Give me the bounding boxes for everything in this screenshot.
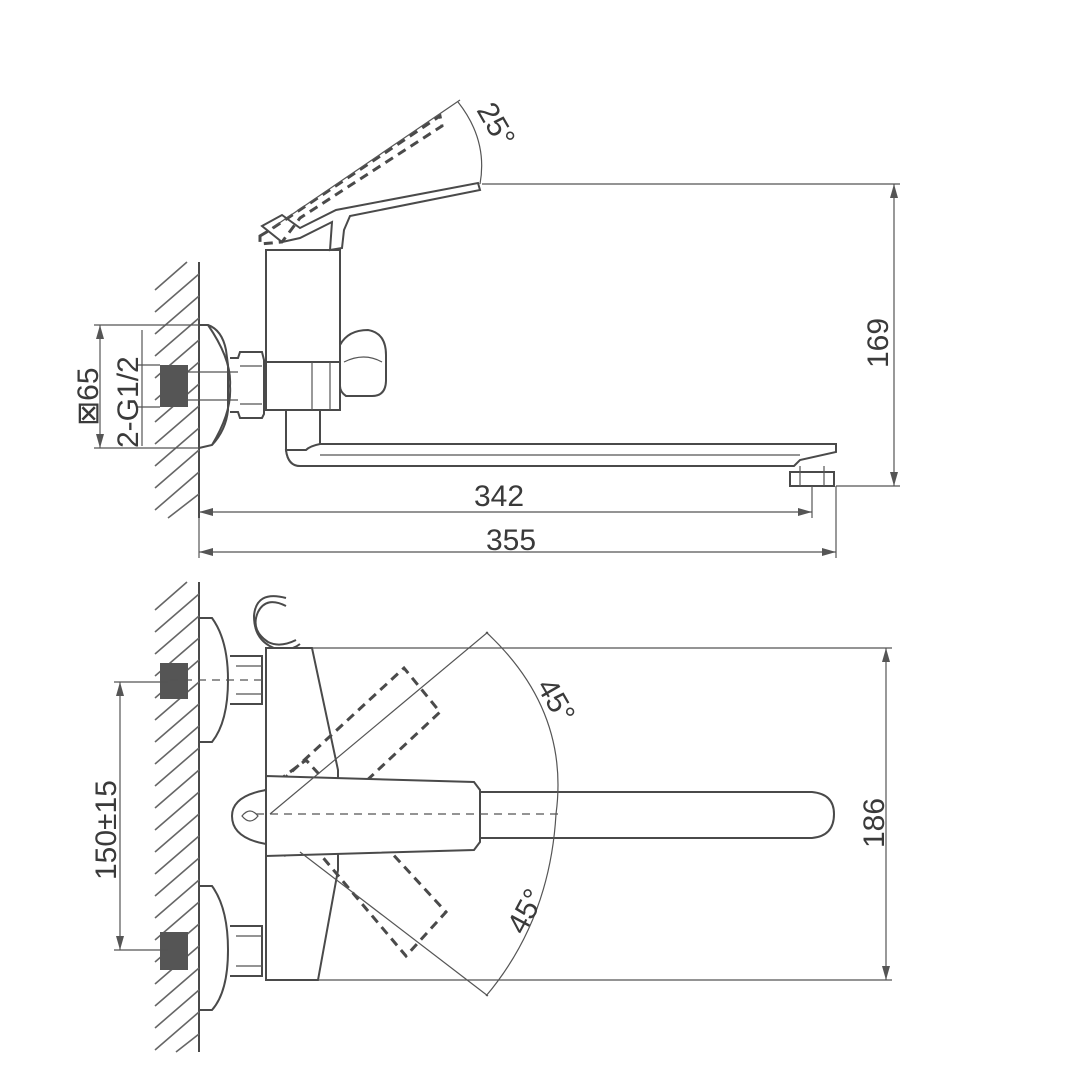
lever-handle [260,181,482,252]
center-distance-label: 150±15 [90,780,123,880]
swivel-arc [485,631,559,997]
upper-inlet-thread [160,663,188,699]
inlet-thread [160,365,188,407]
center-distance-dimension: 150±15 [90,681,168,951]
reach-inner-label: 342 [474,480,524,513]
lever-rotated-right [263,757,449,959]
handle-angle-arc [457,101,483,185]
reach-dimension-355: 355 [199,486,837,558]
flange-dimension: ⊠65 [72,324,199,449]
reach-dimension-342: 342 [198,480,813,558]
lower-inlet-thread [160,932,188,970]
lever-cap [230,788,267,846]
height-dimension: 169 [482,183,900,487]
height-label: 169 [862,318,895,368]
swivel-angle-lower-label: 45° [501,884,551,940]
eccentric-connector [230,351,265,419]
lever-handle-raised [258,113,444,246]
lever-top [265,774,481,858]
swivel-angle-upper-label: 45° [530,673,581,729]
flange-size-label: ⊠65 [72,367,105,426]
top-view: 45° 45° 186 150±15 [90,581,892,1053]
lower-flange [199,885,230,1011]
side-view: 25° 169 342 355 [72,97,900,558]
depth-label: 186 [858,798,891,848]
depth-dimension: 186 [312,647,892,981]
spout-top [479,791,836,839]
thread-label: 2-G1/2 [112,356,145,448]
mixer-body [265,249,341,363]
diverter-knob [339,328,387,397]
thread-dimension: 2-G1/2 [112,330,160,448]
reach-total-label: 355 [486,524,536,557]
aerator [789,471,835,487]
handle-angle-label: 25° [470,97,521,153]
wall-hatching-top [154,581,200,1053]
wall-flange [198,324,229,449]
